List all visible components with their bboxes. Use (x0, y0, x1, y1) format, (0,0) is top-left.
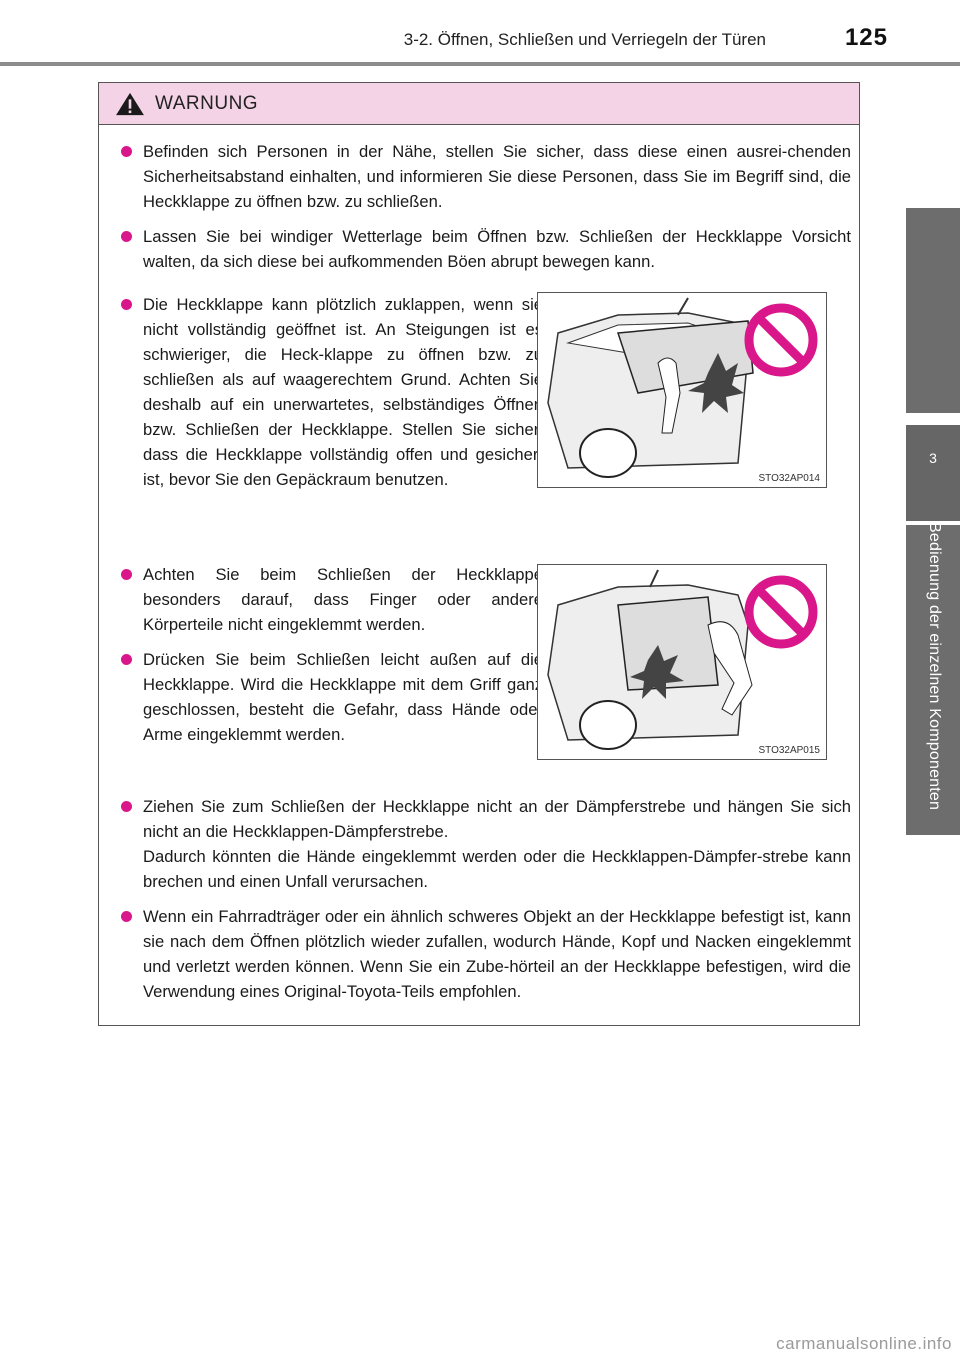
page-number: 125 (844, 24, 888, 51)
warning-list: Befinden sich Personen in der Nähe, stel… (119, 139, 851, 1014)
list-item: Achten Sie beim Schließen der Heckklappe… (119, 562, 543, 637)
side-tab-chapter-number: 3 (929, 450, 937, 466)
list-item-text: Lassen Sie bei windiger Wetterlage beim … (143, 227, 851, 271)
no-entry-icon (744, 303, 818, 377)
list-item-text-continued: Dadurch könnten die Hände eingeklemmt we… (143, 847, 851, 891)
list-item: Drücken Sie beim Schließen leicht außen … (119, 647, 543, 747)
list-item-text: Befinden sich Personen in der Nähe, stel… (143, 142, 851, 211)
bullet-icon (121, 654, 132, 665)
warning-triangle-icon (116, 92, 144, 115)
warning-title: WARNUNG (155, 92, 259, 114)
tailgate-illustration-1: STO32AP014 (537, 292, 827, 488)
figure-row-2: Achten Sie beim Schließen der Heckklappe… (119, 562, 851, 780)
bullet-icon (121, 911, 132, 922)
list-item-text: Die Heckklappe kann plötzlich zuklappen,… (143, 295, 543, 489)
tailgate-illustration-2: STO32AP015 (537, 564, 827, 760)
side-tab-chapter-label: Bedienung der einzelnen Komponenten (926, 522, 943, 811)
list-item: Die Heckklappe kann plötzlich zuklappen,… (119, 292, 543, 492)
bullet-icon (121, 801, 132, 812)
list-item-text: Ziehen Sie zum Schließen der Heckklappe … (143, 797, 851, 841)
figure-row-1: Die Heckklappe kann plötzlich zuklappen,… (119, 292, 851, 554)
side-tab-chapter (906, 425, 960, 521)
list-item: Ziehen Sie zum Schließen der Heckklappe … (119, 794, 851, 894)
list-item: Lassen Sie bei windiger Wetterlage beim … (119, 224, 851, 274)
list-item: Befinden sich Personen in der Nähe, stel… (119, 139, 851, 214)
no-entry-icon (744, 575, 818, 649)
page-header-title: 3-2. Öffnen, Schließen und Verriegeln de… (403, 30, 766, 49)
list-item-text: Wenn ein Fahrradträger oder ein ähnlich … (143, 907, 851, 1001)
side-tab-body (906, 525, 960, 835)
bullet-icon (121, 146, 132, 157)
list-item: Wenn ein Fahrradträger oder ein ähnlich … (119, 904, 851, 1004)
bullet-icon (121, 569, 132, 580)
bullet-icon (121, 231, 132, 242)
side-tab-top (906, 208, 960, 413)
warning-box: WARNUNG Befinden sich Personen in der Nä… (98, 82, 860, 1026)
figure-caption: STO32AP014 (758, 473, 820, 484)
bullet-icon (121, 299, 132, 310)
list-item-text: Achten Sie beim Schließen der Heckklappe… (143, 565, 543, 634)
car-tailgate-closing-illustration (547, 569, 753, 750)
list-item-text: Drücken Sie beim Schließen leicht außen … (143, 650, 543, 744)
footer-watermark: carmanualsonline.info (776, 1334, 952, 1353)
car-tailgate-open-illustration (547, 297, 754, 478)
warning-header: WARNUNG (99, 83, 859, 125)
figure-caption: STO32AP015 (758, 745, 820, 756)
header-rule (0, 62, 960, 66)
